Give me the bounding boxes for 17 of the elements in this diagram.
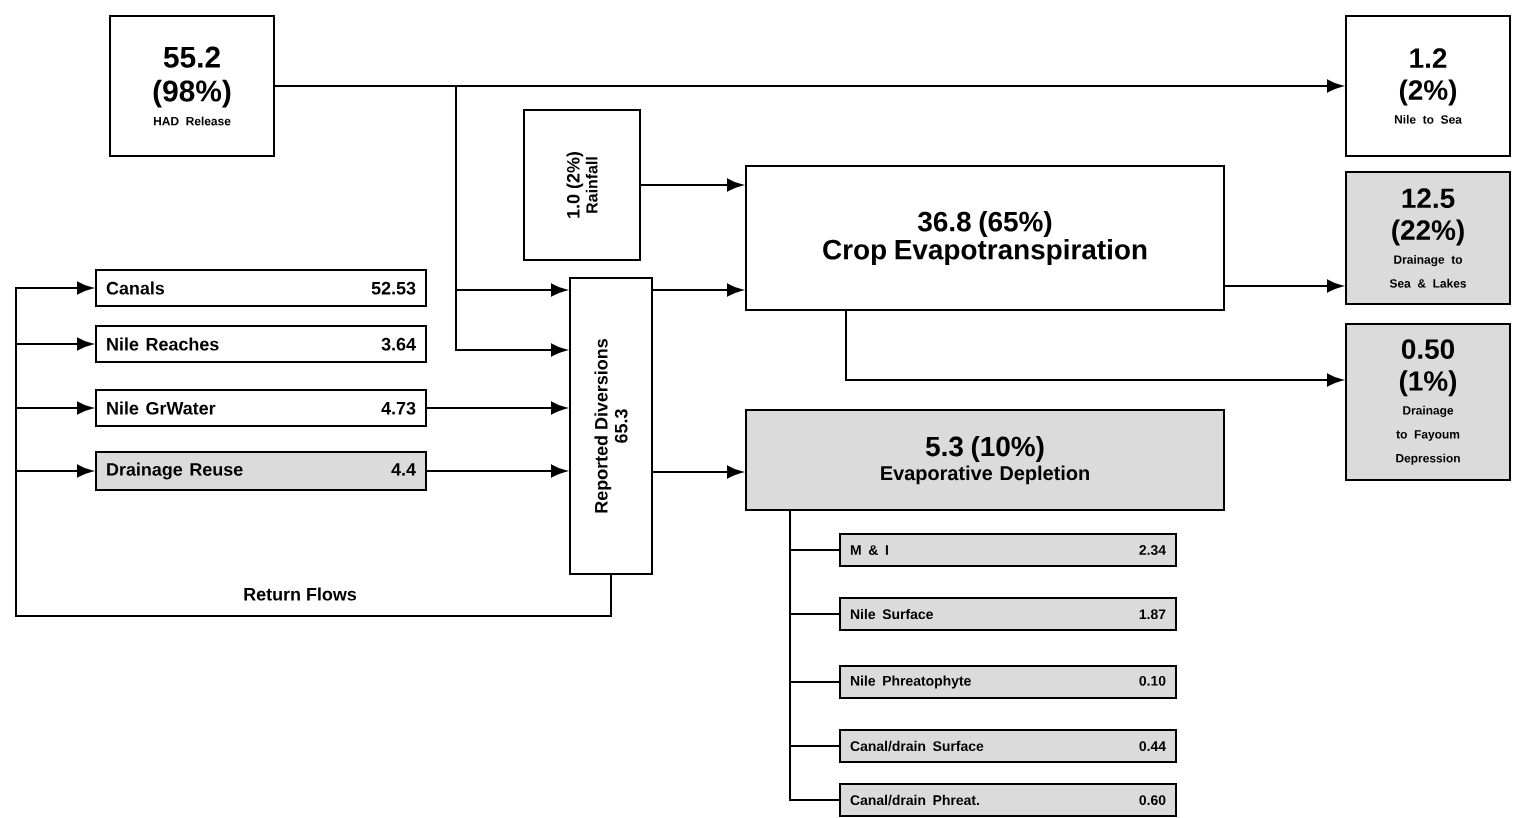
flow-label: Return Flows [244, 587, 357, 601]
source-box: Nile GrWater 4.73 [95, 389, 427, 427]
arrow [274, 85, 567, 357]
source-box: Canals 52.53 [95, 269, 427, 307]
arrow [652, 283, 743, 297]
flow-box: 5.3 (10%) Evaporative Depletion [745, 409, 1225, 511]
arrow [15, 464, 612, 617]
arrow [426, 464, 567, 478]
arrow [845, 310, 1343, 387]
arrow [640, 178, 743, 192]
arrow [1224, 279, 1343, 293]
diversions-box: Reported Diversions 65.3 [569, 277, 653, 575]
flow-box: 36.8 (65%) Crop Evapotranspiration [745, 165, 1225, 311]
source-box: Drainage Reuse 4.4 [95, 451, 427, 491]
source-box: Nile Reaches 3.64 [95, 325, 427, 363]
arrow [652, 465, 743, 479]
arrow [426, 401, 567, 415]
